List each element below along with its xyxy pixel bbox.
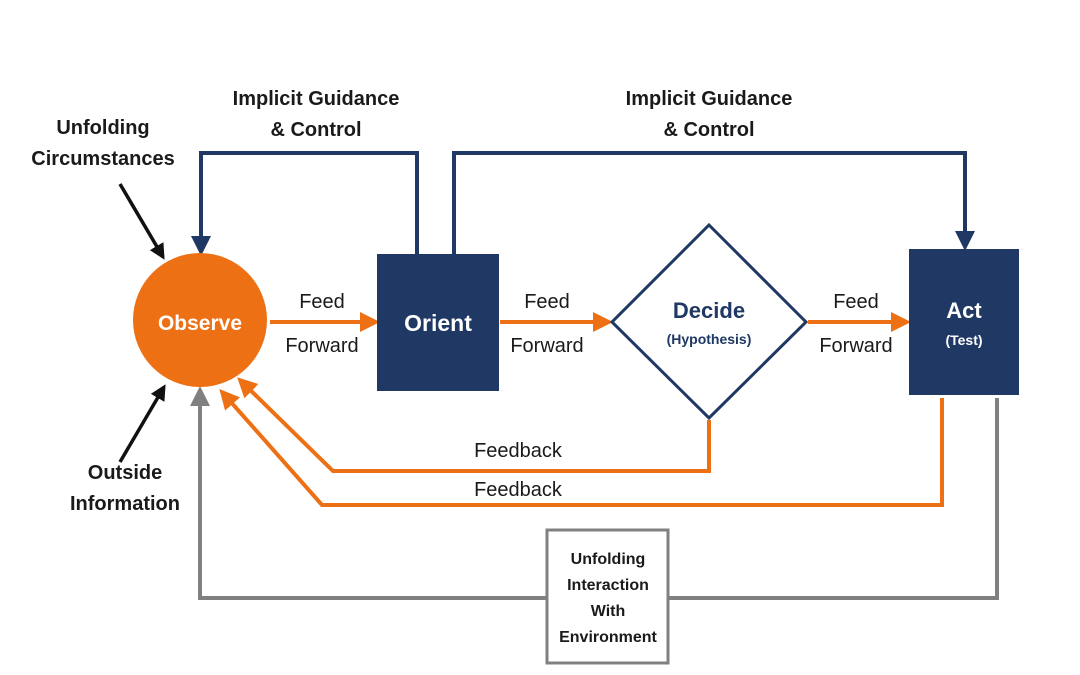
- feed-forward-3-line-1: Feed: [833, 291, 879, 313]
- feedback-arrow-from-act: [219, 389, 944, 507]
- guidance-right-label-line-2: & Control: [663, 119, 754, 141]
- environment-label-line-4: Environment: [559, 629, 657, 646]
- feed-forward-3-line-2: Forward: [819, 335, 892, 357]
- guidance-left-label-line-1: Implicit Guidance: [233, 88, 400, 110]
- feedback-upper-label: Feedback: [474, 440, 563, 462]
- environment-node: [545, 528, 670, 665]
- information-label-line-2: Information: [70, 493, 180, 515]
- circumstances-label-line-2: Circumstances: [31, 148, 174, 170]
- orient-node: [377, 254, 499, 391]
- guidance-arrow-to-observe: [191, 151, 419, 256]
- decide-sublabel: (Hypothesis): [667, 331, 752, 347]
- orient-label: Orient: [404, 310, 472, 336]
- observe-label: Observe: [158, 312, 242, 335]
- observe-node: [133, 253, 267, 387]
- decide-node: [609, 222, 809, 421]
- guidance-right-label-line-1: Implicit Guidance: [626, 88, 793, 110]
- act-label: Act: [946, 298, 982, 323]
- feed-forward-1-line-1: Feed: [299, 291, 345, 313]
- guidance-arrow-to-act: [452, 151, 975, 254]
- environment-label-line-3: With: [591, 603, 626, 620]
- circumstances-label-line-1: Unfolding: [56, 117, 149, 139]
- feedback-lower-label: Feedback: [474, 479, 563, 501]
- circumstances-input-arrow: [118, 183, 165, 260]
- information-label-line-1: Outside: [88, 462, 162, 484]
- feed-forward-2-line-2: Forward: [510, 335, 583, 357]
- act-sublabel: (Test): [945, 332, 982, 348]
- decide-label: Decide: [673, 298, 745, 323]
- act-node: [909, 249, 1019, 395]
- guidance-left-label-line-2: & Control: [270, 119, 361, 141]
- environment-label-line-1: Unfolding: [571, 551, 646, 568]
- feed-forward-2-line-1: Feed: [524, 291, 570, 313]
- feedback-arrow-from-decide: [237, 377, 711, 473]
- information-input-arrow: [118, 384, 166, 463]
- feed-forward-1-line-2: Forward: [285, 335, 358, 357]
- environment-label-line-2: Interaction: [567, 577, 649, 594]
